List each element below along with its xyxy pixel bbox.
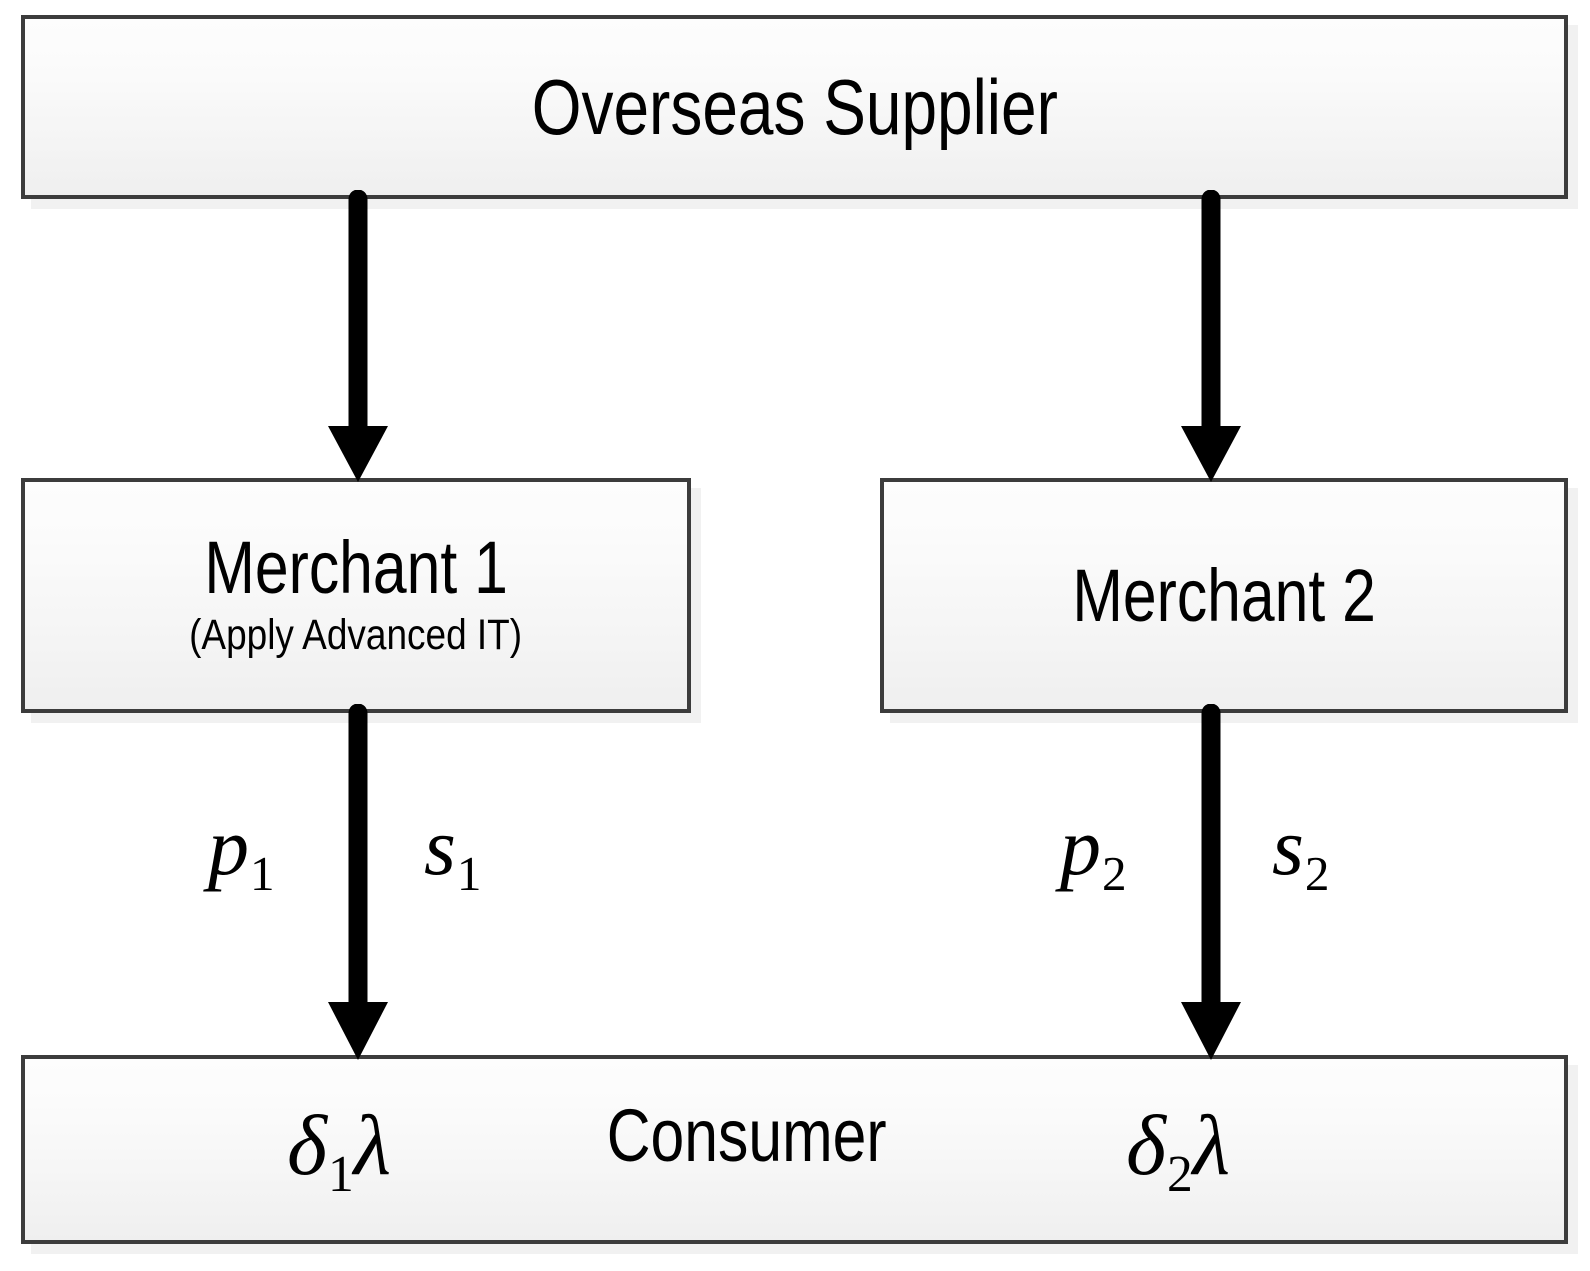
edge-label-p2: p2 — [1060, 801, 1127, 902]
merchant2-label: Merchant 2 — [1072, 553, 1376, 637]
node-consumer[interactable] — [21, 1055, 1568, 1244]
overseas-supplier-label: Overseas Supplier — [531, 62, 1058, 151]
merchant1-sublabel: (Apply Advanced IT) — [189, 610, 523, 659]
node-overseas-supplier[interactable]: Overseas Supplier — [21, 15, 1568, 199]
arrow-supplier-to-merchant1 — [328, 190, 388, 482]
arrow-merchant2-to-consumer — [1181, 704, 1241, 1060]
arrow-merchant1-to-consumer — [328, 704, 388, 1060]
edge-label-s2: s2 — [1272, 801, 1330, 902]
node-merchant-2[interactable]: Merchant 2 — [880, 478, 1568, 713]
arrow-supplier-to-merchant2 — [1181, 190, 1241, 482]
merchant1-label: Merchant 1 — [204, 525, 508, 609]
node-merchant-1[interactable]: Merchant 1 (Apply Advanced IT) — [21, 478, 691, 713]
edge-label-s1: s1 — [424, 801, 482, 902]
edge-label-p1: p1 — [208, 801, 275, 902]
